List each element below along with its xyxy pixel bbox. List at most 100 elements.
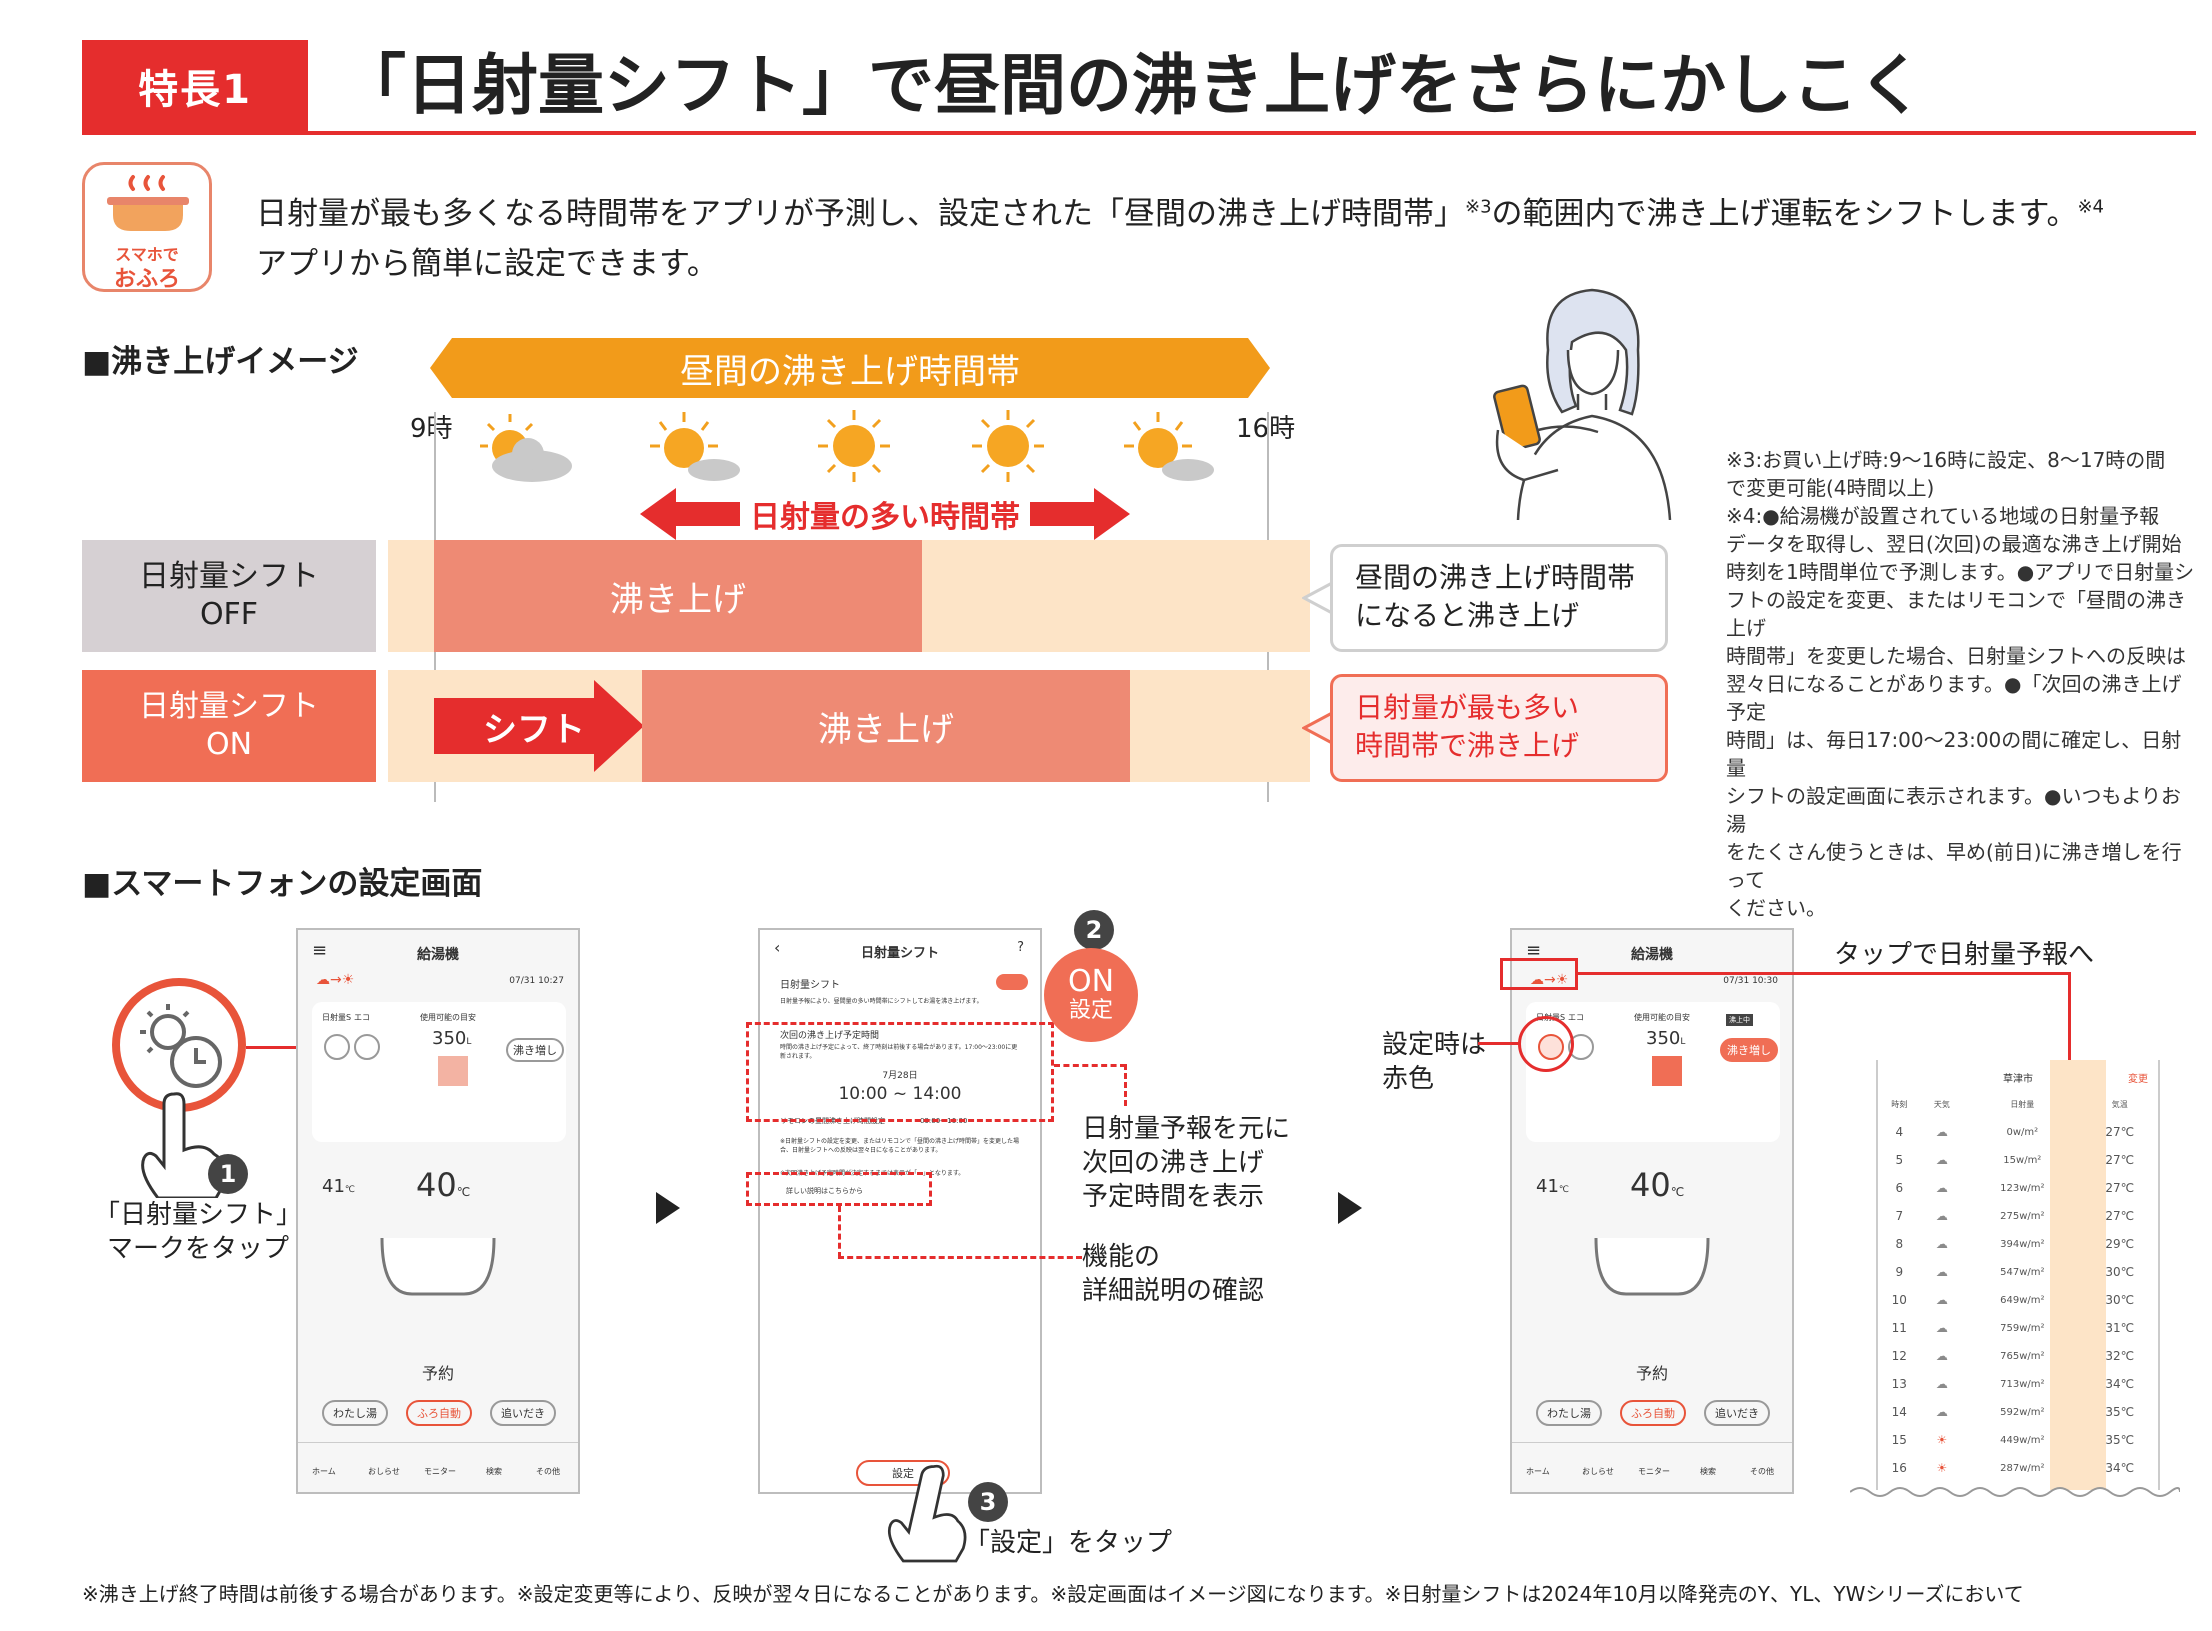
woman-with-phone-illustration (1493, 288, 1672, 520)
my-water-button[interactable]: わたし湯 (322, 1400, 388, 1426)
col-temp: 気温 (2111, 1099, 2128, 1109)
set-button[interactable]: 設定 (856, 1460, 950, 1486)
cell-time: 7 (1895, 1209, 1904, 1223)
my-water-button[interactable]: わたし湯 (1536, 1400, 1602, 1426)
step-1-caption-line-2: マークをタップ (107, 1234, 290, 1264)
cell-temp: 34℃ (2105, 1461, 2135, 1475)
nav-home[interactable]: ホーム (312, 1467, 336, 1476)
table-header-row: 時刻 天気 日射量 気温 (1878, 1090, 2158, 1118)
phone-date: 07/31 10:27 (509, 976, 564, 986)
step-3-badge: 3 (968, 1482, 1008, 1522)
cell-solar: 123w/m² (2000, 1182, 2045, 1194)
phone-section-heading: ■スマートフォンの設定画面 (82, 866, 483, 902)
cell-solar: 449w/m² (2000, 1434, 2045, 1446)
cloudy-icon: ☁ (1935, 1153, 1948, 1167)
note-line: 時間」は、毎日17:00〜23:00の間に確定し、日射量 (1726, 728, 2182, 780)
next-boil-title: 次回の沸き上げ予定時間 (780, 1031, 880, 1041)
shift-on-label: 日射量シフト ON (82, 670, 376, 782)
off-callout-line-2: になると沸き上げ (1355, 599, 1580, 632)
intro-text-b: の範囲内で沸き上げ運転をシフトします。 (1491, 196, 2078, 232)
cell-time: 16 (1891, 1461, 1907, 1475)
intro-text-a: 日射量が最も多くなる時間帯をアプリが予測し、設定された「昼間の沸き上げ時間帯」 (256, 196, 1465, 232)
cloudy-icon: ☁ (1935, 1125, 1948, 1139)
forecast-change-link[interactable]: 変更 (2128, 1074, 2148, 1085)
tank-level-icon (1652, 1056, 1682, 1086)
reheat-button[interactable]: 追いだき (1704, 1400, 1770, 1426)
tap-hand-icon (141, 1092, 228, 1198)
next-time-connector-h (1054, 1064, 1126, 1067)
back-icon[interactable]: ‹ (774, 938, 781, 957)
weather-forecast-mini-icon[interactable]: ☁→☀ (1530, 972, 1569, 988)
nav-notice[interactable]: おしらせ (368, 1467, 400, 1476)
cell-time: 10 (1891, 1293, 1907, 1307)
eco-mark-button[interactable] (354, 1034, 380, 1060)
next-time-caption: 日射量予報を元に 次回の沸き上げ 予定時間を表示 (1082, 1112, 1290, 1214)
step-1-caption-line-1: 「日射量シフト」 (94, 1200, 303, 1230)
toggle-desc: 日射量予報により、昼間量の多い時間帯にシフトしてお湯を沸き上げます。 (780, 998, 983, 1005)
cell-time: 4 (1895, 1125, 1904, 1139)
nav-other[interactable]: その他 (536, 1467, 560, 1476)
shift-toggle[interactable] (996, 974, 1028, 990)
reheat-button[interactable]: 追いだき (490, 1400, 556, 1426)
shift-mark-highlight (1518, 1016, 1574, 1072)
cell-solar: 592w/m² (2000, 1406, 2045, 1418)
cell-temp: 27℃ (2105, 1125, 2135, 1139)
menu-icon[interactable]: ≡ (312, 940, 328, 961)
status-card: 日射量S エコ 使用可能の目安 350L 沸上中 沸き増し (1526, 1002, 1780, 1142)
shift-mark-magnified (112, 978, 246, 1112)
help-icon[interactable]: ? (1017, 940, 1024, 955)
auto-bath-button[interactable]: ふろ自動 (406, 1400, 472, 1426)
phone-date: 07/31 10:30 (1723, 976, 1778, 986)
weather-forecast-mini-icon[interactable]: ☁→☀ (316, 972, 355, 988)
phone-title: 給湯機 (417, 947, 459, 963)
peak-period-label: 日射量の多い時間帯 (750, 500, 1020, 535)
cloudy-icon: ☁ (1935, 1293, 1948, 1307)
next-time-connector-v (1124, 1064, 1127, 1106)
nav-notice[interactable]: おしらせ (1582, 1467, 1614, 1476)
cloudy-icon: ☁ (1935, 1349, 1948, 1363)
side-notes: ※3:お買い上げ時:9〜16時に設定、8〜17時の間 で変更可能(4時間以上) … (1726, 446, 2196, 922)
col-weather: 天気 (1933, 1099, 1950, 1109)
toggle-label: 日射量シフト (780, 980, 840, 991)
auto-bath-button[interactable]: ふろ自動 (1620, 1400, 1686, 1426)
app-icon-bath: スマホで おふろ (82, 162, 212, 292)
boost-button[interactable]: 沸き増し (506, 1038, 564, 1062)
reserve-label[interactable]: 予約 (421, 1364, 454, 1383)
nav-search[interactable]: 検索 (486, 1467, 502, 1476)
red-when-set-caption: 設定時は 赤色 (1382, 1028, 1486, 1096)
col-time: 時刻 (1891, 1099, 1908, 1109)
heating-badge: 沸上中 (1726, 1014, 1753, 1026)
nav-divider (298, 1442, 578, 1443)
cell-time: 14 (1891, 1405, 1907, 1419)
stat-label-2: エコ (354, 1013, 370, 1022)
cell-solar: 759w/m² (2000, 1322, 2045, 1334)
phone-screen-solar-shift: ‹ 日射量シフト ? 日射量シフト 日射量予報により、昼間量の多い時間帯にシフト… (758, 928, 1042, 1494)
cell-temp: 30℃ (2105, 1293, 2135, 1307)
forecast-connector-h (1578, 972, 2070, 975)
note-line: フトの設定を変更、またはリモコンで「昼間の沸き上げ (1726, 588, 2186, 640)
cell-solar: 275w/m² (2000, 1210, 2045, 1222)
nav-monitor[interactable]: モニター (1638, 1467, 1670, 1476)
shift-mark-button[interactable] (324, 1034, 350, 1060)
nav-other[interactable]: その他 (1750, 1467, 1774, 1476)
daytime-band-label: 昼間の沸き上げ時間帯 (680, 351, 1020, 392)
nav-home[interactable]: ホーム (1526, 1467, 1550, 1476)
nav-monitor[interactable]: モニター (424, 1467, 456, 1476)
detail-link[interactable]: 詳しい説明はこちらから (786, 1187, 863, 1195)
stat-label-3: 使用可能の目安 (420, 1013, 476, 1022)
boost-button[interactable]: 沸き増し (1720, 1038, 1778, 1062)
temp-big-value: 40 (416, 1166, 457, 1204)
nav-search[interactable]: 検索 (1700, 1467, 1716, 1476)
note-line: ください。 (1726, 896, 1826, 920)
red-when-set-line-1: 設定時は (1382, 1030, 1487, 1060)
menu-icon[interactable]: ≡ (1526, 940, 1542, 961)
reserve-label[interactable]: 予約 (1635, 1364, 1668, 1383)
partly-cloudy-icon (480, 414, 572, 482)
bath-temp-small: 41℃ (1536, 1176, 1569, 1197)
flow-arrow-1 (656, 1192, 680, 1224)
shift-label: シフト (483, 709, 585, 750)
